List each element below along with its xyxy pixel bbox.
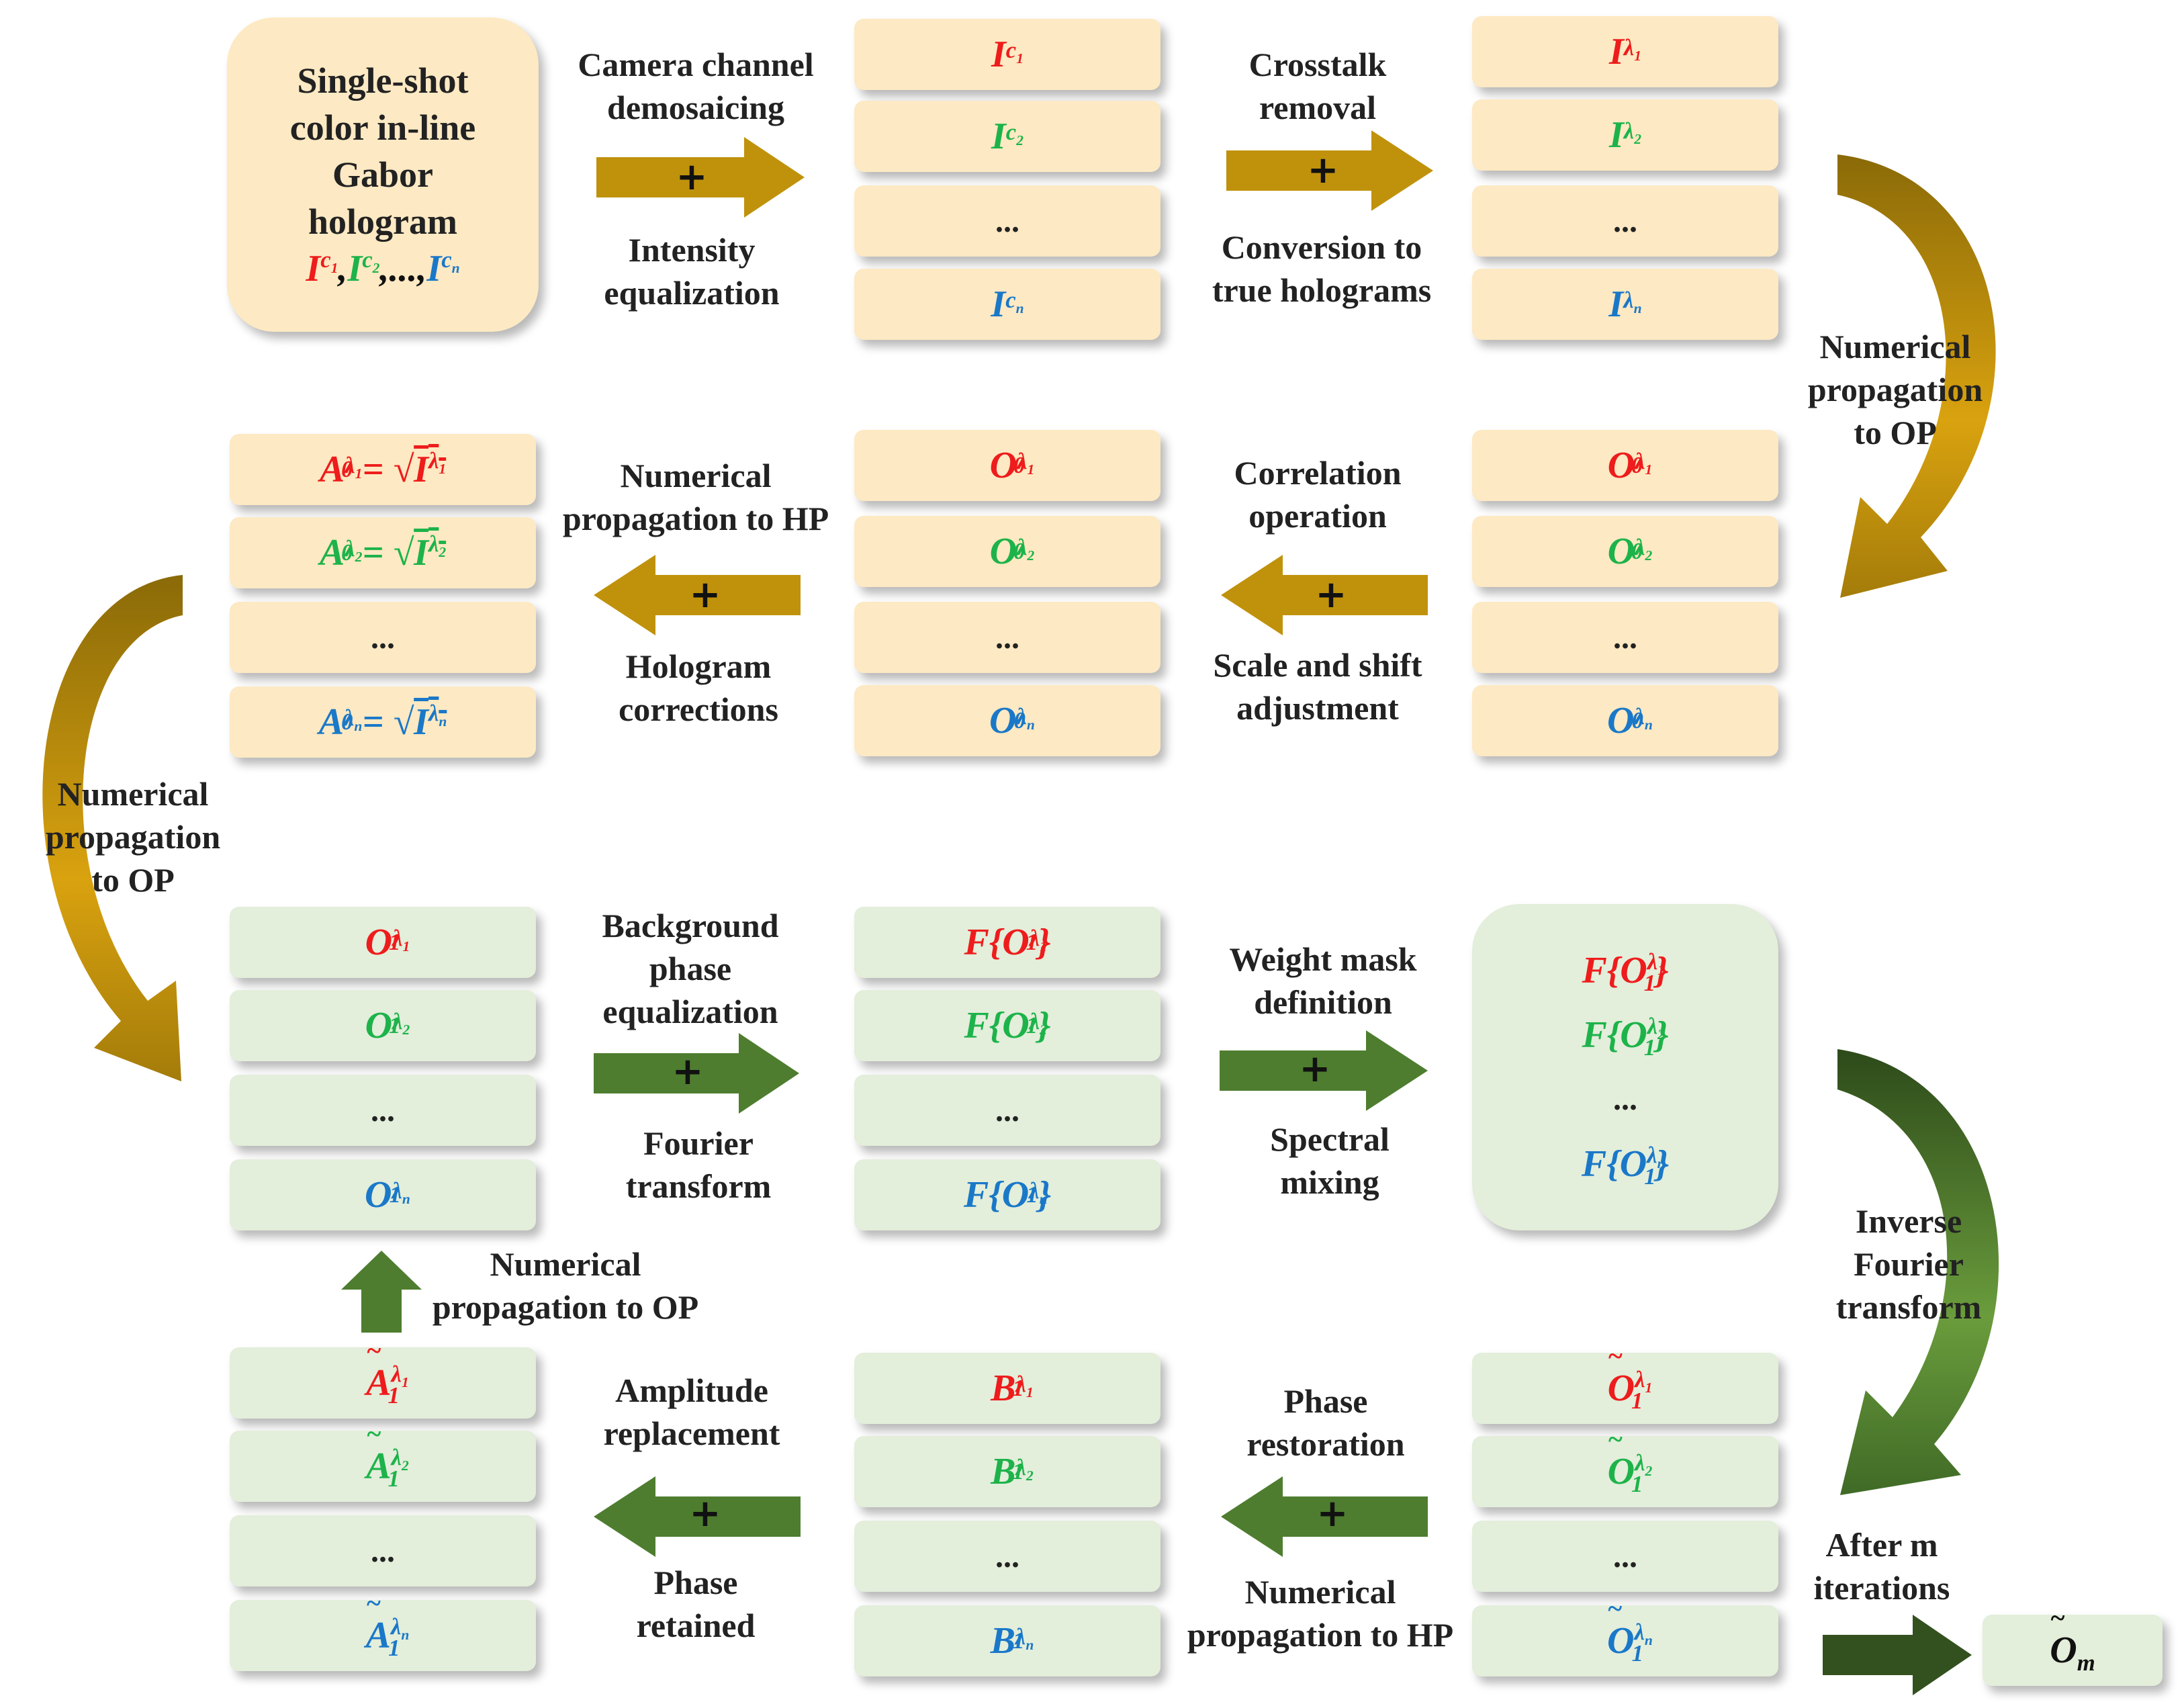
source-hologram-box: Single-shot color in-line Gabor hologram… bbox=[227, 17, 539, 332]
source-line2: color in-line bbox=[289, 107, 476, 148]
o1t-ellipsis-box: ... bbox=[1472, 1521, 1778, 1592]
spectral-mix-l2: F{Oλ21} bbox=[1582, 1013, 1669, 1061]
plus-1: + bbox=[676, 155, 708, 199]
fo1-ellipsis-box: ... bbox=[854, 1075, 1161, 1146]
plus-8: + bbox=[1316, 1492, 1349, 1535]
arrow-amplitude-replacement bbox=[594, 1476, 801, 1557]
plus-3: + bbox=[1315, 573, 1347, 617]
b1-ellipsis-box: ... bbox=[854, 1521, 1161, 1592]
arrow-correlation bbox=[1221, 555, 1428, 635]
plus-6: + bbox=[1299, 1047, 1331, 1091]
a1-ln-box: Aλn1~ bbox=[230, 1588, 536, 1671]
source-symbols: Ic1,Ic2,...,Icn bbox=[306, 247, 460, 289]
arrow-demosaicing bbox=[596, 137, 805, 218]
spectral-mix-ellipsis: ... bbox=[1613, 1081, 1637, 1117]
curve-arrow-right-green bbox=[1837, 1049, 1999, 1495]
arrow-weight-mask bbox=[1220, 1030, 1428, 1111]
o1-ellipsis-box: ... bbox=[230, 1075, 536, 1146]
ic-ellipsis-box: ... bbox=[854, 185, 1161, 257]
o0-ellipsis-box-mid: ... bbox=[854, 602, 1161, 673]
source-line3: Gabor bbox=[332, 154, 433, 195]
o1t-l1-box: Oλ11~ bbox=[1472, 1341, 1778, 1424]
final-output-box: Om~ bbox=[1983, 1603, 2163, 1686]
o1t-ln-box: Oλn1~ bbox=[1472, 1593, 1778, 1676]
spectral-mix-box: F{Oλ11} F{Oλ21} ... F{Oλn1} bbox=[1472, 904, 1778, 1230]
plus-2: + bbox=[1307, 148, 1339, 192]
a1-ellipsis-box: ... bbox=[230, 1515, 536, 1586]
curve-arrow-right-gold bbox=[1837, 154, 1996, 598]
il-ellipsis-box: ... bbox=[1472, 185, 1778, 257]
plus-5: + bbox=[672, 1050, 704, 1093]
curve-arrow-left-gold bbox=[42, 575, 183, 1081]
plus-7: + bbox=[689, 1492, 721, 1535]
spectral-mix-ln: F{Oλn1} bbox=[1581, 1142, 1670, 1190]
arrow-up-propagation-op bbox=[341, 1251, 422, 1333]
arrow-background-phase bbox=[594, 1033, 799, 1114]
plus-4: + bbox=[689, 573, 721, 617]
a0-ellipsis-box: ... bbox=[230, 602, 536, 673]
o1t-l2-box: Oλ21~ bbox=[1472, 1424, 1778, 1507]
source-line1: Single-shot bbox=[297, 60, 469, 101]
o0-ellipsis-box-right: ... bbox=[1472, 602, 1778, 673]
a1-l2-box: Aλ21~ bbox=[230, 1419, 536, 1502]
arrow-final bbox=[1823, 1615, 1972, 1695]
source-line4: hologram bbox=[308, 201, 457, 242]
arrow-phase-restoration bbox=[1221, 1476, 1428, 1557]
a1-l1-box: Aλ11~ bbox=[230, 1335, 536, 1419]
arrow-propagation-hp bbox=[594, 555, 801, 635]
spectral-mix-l1: F{Oλ11} bbox=[1582, 948, 1669, 997]
arrow-crosstalk bbox=[1226, 130, 1433, 211]
